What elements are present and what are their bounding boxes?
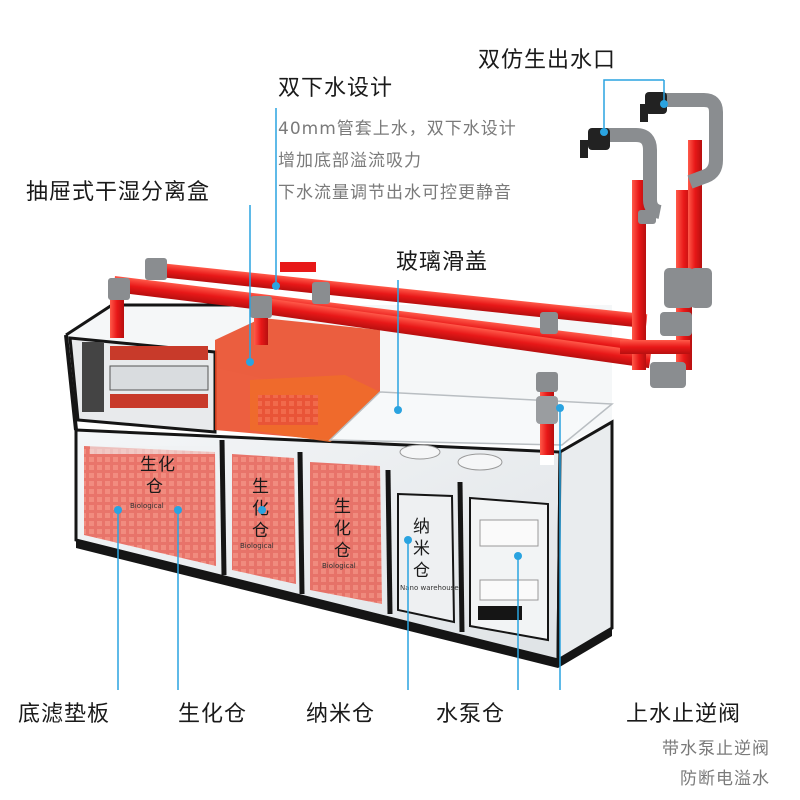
bio-3-char-1: 生	[334, 497, 351, 517]
bio-1-char-3: 仓	[146, 477, 163, 497]
bio-chamber-3	[310, 462, 382, 604]
bio-3-char-2: 化	[334, 519, 351, 539]
bio-3-char-3: 仓	[334, 541, 351, 561]
label-bio-chamber: 生化仓	[178, 702, 248, 727]
label-pump-chamber: 水泵仓	[436, 702, 506, 727]
callout-dual-outlet-2	[603, 79, 664, 132]
callout-dots	[114, 100, 668, 560]
bio-chamber-2	[232, 454, 296, 584]
bio-1-char-2: 化	[158, 455, 175, 475]
label-glass-lid: 玻璃滑盖	[396, 250, 489, 275]
nano-char-1: 纳	[413, 517, 430, 537]
chamber-dividers	[219, 439, 465, 633]
desc-dual-drain-2: 增加底部溢流吸力	[278, 151, 422, 171]
nano-sub: Nano warehouse	[400, 584, 459, 592]
bio-2-char-1: 生	[252, 477, 269, 497]
bio-chamber-1	[84, 446, 216, 566]
label-dual-outlet: 双仿生出水口	[478, 48, 617, 73]
desc-dual-drain-3: 下水流量调节出水可控更静音	[278, 183, 512, 203]
label-check-valve: 上水止逆阀	[626, 702, 742, 727]
label-drawer-box: 抽屉式干湿分离盒	[26, 180, 211, 205]
label-nano-chamber: 纳米仓	[306, 702, 376, 727]
bio-1-char-1: 生	[140, 455, 157, 475]
nano-char-2: 米	[413, 539, 430, 559]
callout-lines	[117, 79, 665, 690]
label-dual-drain: 双下水设计	[278, 76, 394, 101]
drawer-panel	[68, 336, 217, 434]
desc-check-valve-2: 防断电溢水	[680, 769, 770, 789]
nano-chamber	[397, 492, 456, 624]
desc-dual-drain-1: 40mm管套上水，双下水设计	[278, 119, 517, 139]
bio-2-char-3: 仓	[252, 521, 269, 541]
bio-3-sub: Biological	[322, 562, 356, 570]
nano-char-3: 仓	[413, 561, 430, 581]
bio-2-sub: Biological	[240, 542, 274, 550]
label-bottom-plate: 底滤垫板	[18, 702, 111, 727]
bio-1-sub: Biological	[130, 502, 164, 510]
chamber-text: 生 化 仓 Biological 生 化 仓 Biological 生 化 仓 …	[130, 455, 459, 592]
desc-check-valve-1: 带水泵止逆阀	[662, 739, 770, 759]
pump-chamber	[399, 444, 549, 642]
